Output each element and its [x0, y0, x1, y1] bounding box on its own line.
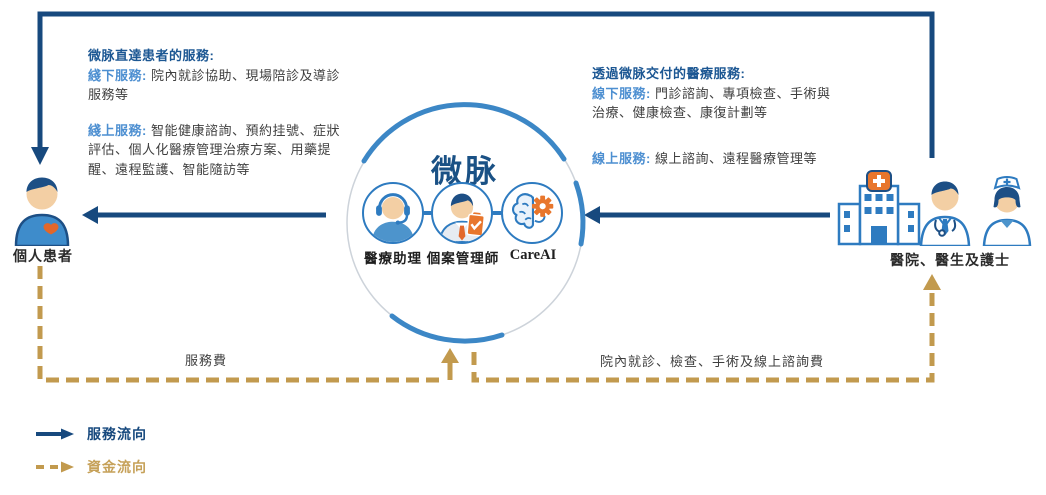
- hospital-windows: [844, 194, 914, 244]
- providers-label: 醫院、醫生及護士: [890, 252, 1010, 268]
- online-services-text: 智能健康諮詢、預約挂號、症狀評估、個人化醫療管理治療方案、用藥提醒、遠程監護、智…: [88, 122, 340, 177]
- online-services-text: 線上諮詢、遠程醫療管理等: [654, 150, 817, 166]
- legend-service-flow: 服務流向: [36, 424, 147, 444]
- gear-icon: [532, 195, 554, 217]
- fund-flow-lines: [37, 266, 935, 383]
- fund-flow-patient-to-weimai: [37, 266, 446, 383]
- role-label-medical-assistant: 醫療助理: [364, 251, 422, 266]
- arrowhead-left-to-patient: [82, 206, 98, 224]
- support-agent-icon: [371, 193, 415, 242]
- hospital-door: [871, 226, 887, 244]
- patient-services-panel: 微脉直達患者的服務: 綫下服務: 院內就診協助、現場陪診及導診服務等 綫上服務:…: [88, 46, 340, 179]
- patient-online-services: 綫上服務: 智能健康諮詢、預約挂號、症狀評估、個人化醫療管理治療方案、用藥提醒、…: [88, 121, 340, 180]
- role-label-case-manager: 個案管理師: [426, 251, 500, 266]
- fund-flow-weimai-to-providers: [471, 292, 935, 383]
- role-circle-case-manager: [431, 182, 493, 244]
- provider-fee-label: 院內就診、檢查、手術及線上諮詢費: [599, 354, 824, 369]
- role-label-careai: CareAI: [509, 247, 557, 263]
- nurse-icon: [982, 176, 1032, 246]
- doctor-icon: [919, 181, 971, 246]
- delivered-online-services: 線上服務: 線上諮詢、遠程醫療管理等: [592, 149, 832, 169]
- service-fee-label: 服務費: [184, 353, 227, 368]
- offline-services-label: 線下服務:: [592, 85, 651, 101]
- arrowhead-up-to-weimai: [441, 348, 459, 363]
- legend-fund-flow: 資金流向: [36, 457, 147, 477]
- clipboard-icon: [466, 212, 485, 237]
- legend-fund-flow-label: 資金流向: [87, 459, 147, 475]
- delivered-services-title: 透過微脉交付的醫療服務:: [592, 66, 746, 81]
- legend: 服務流向 資金流向: [36, 424, 147, 477]
- offline-services-text: 門診諮詢、專項檢查、手術與治療、健康檢查、康復計劃等: [592, 85, 831, 121]
- role-circle-medical-assistant: [362, 182, 424, 244]
- center-circle-arc-top: [361, 102, 567, 164]
- arrowhead-up-to-providers: [923, 274, 941, 290]
- offline-services-label: 綫下服務:: [88, 67, 147, 83]
- heart-icon: [43, 223, 59, 235]
- arrowhead-left-to-weimai: [584, 206, 600, 224]
- delivered-services-panel: 透過微脉交付的醫療服務: 線下服務: 門診諮詢、專項檢查、手術與治療、健康檢查、…: [592, 64, 832, 168]
- service-flow-top-loop: [37, 11, 935, 158]
- role-circle-careai: [501, 182, 563, 244]
- center-circle-arc-right: [573, 180, 586, 247]
- brain-gear-icon: [511, 193, 554, 229]
- delivered-offline-services: 線下服務: 門診諮詢、專項檢查、手術與治療、健康檢查、康復計劃等: [592, 84, 832, 123]
- patient-offline-services: 綫下服務: 院內就診協助、現場陪診及導診服務等: [88, 66, 340, 105]
- service-flow-arrowheads: [31, 147, 600, 224]
- dashed-arrow-icon: [36, 461, 74, 473]
- offline-services-text: 院內就診協助、現場陪診及導診服務等: [88, 67, 340, 103]
- fund-flow-arrowheads: [441, 274, 941, 363]
- patient-label: 個人患者: [13, 248, 73, 264]
- online-services-label: 線上服務:: [592, 150, 651, 166]
- patient-icon: [14, 177, 70, 246]
- center-circle-arc-bottom: [389, 313, 505, 344]
- service-flow-lines: [37, 11, 935, 218]
- case-manager-icon: [438, 193, 486, 242]
- online-services-label: 綫上服務:: [88, 122, 147, 138]
- legend-service-flow-label: 服務流向: [87, 426, 147, 442]
- patient-services-title: 微脉直達患者的服務:: [88, 48, 215, 63]
- hospital-icon: [837, 170, 921, 246]
- solid-arrow-icon: [36, 428, 74, 440]
- arrowhead-down-to-patient: [31, 147, 49, 165]
